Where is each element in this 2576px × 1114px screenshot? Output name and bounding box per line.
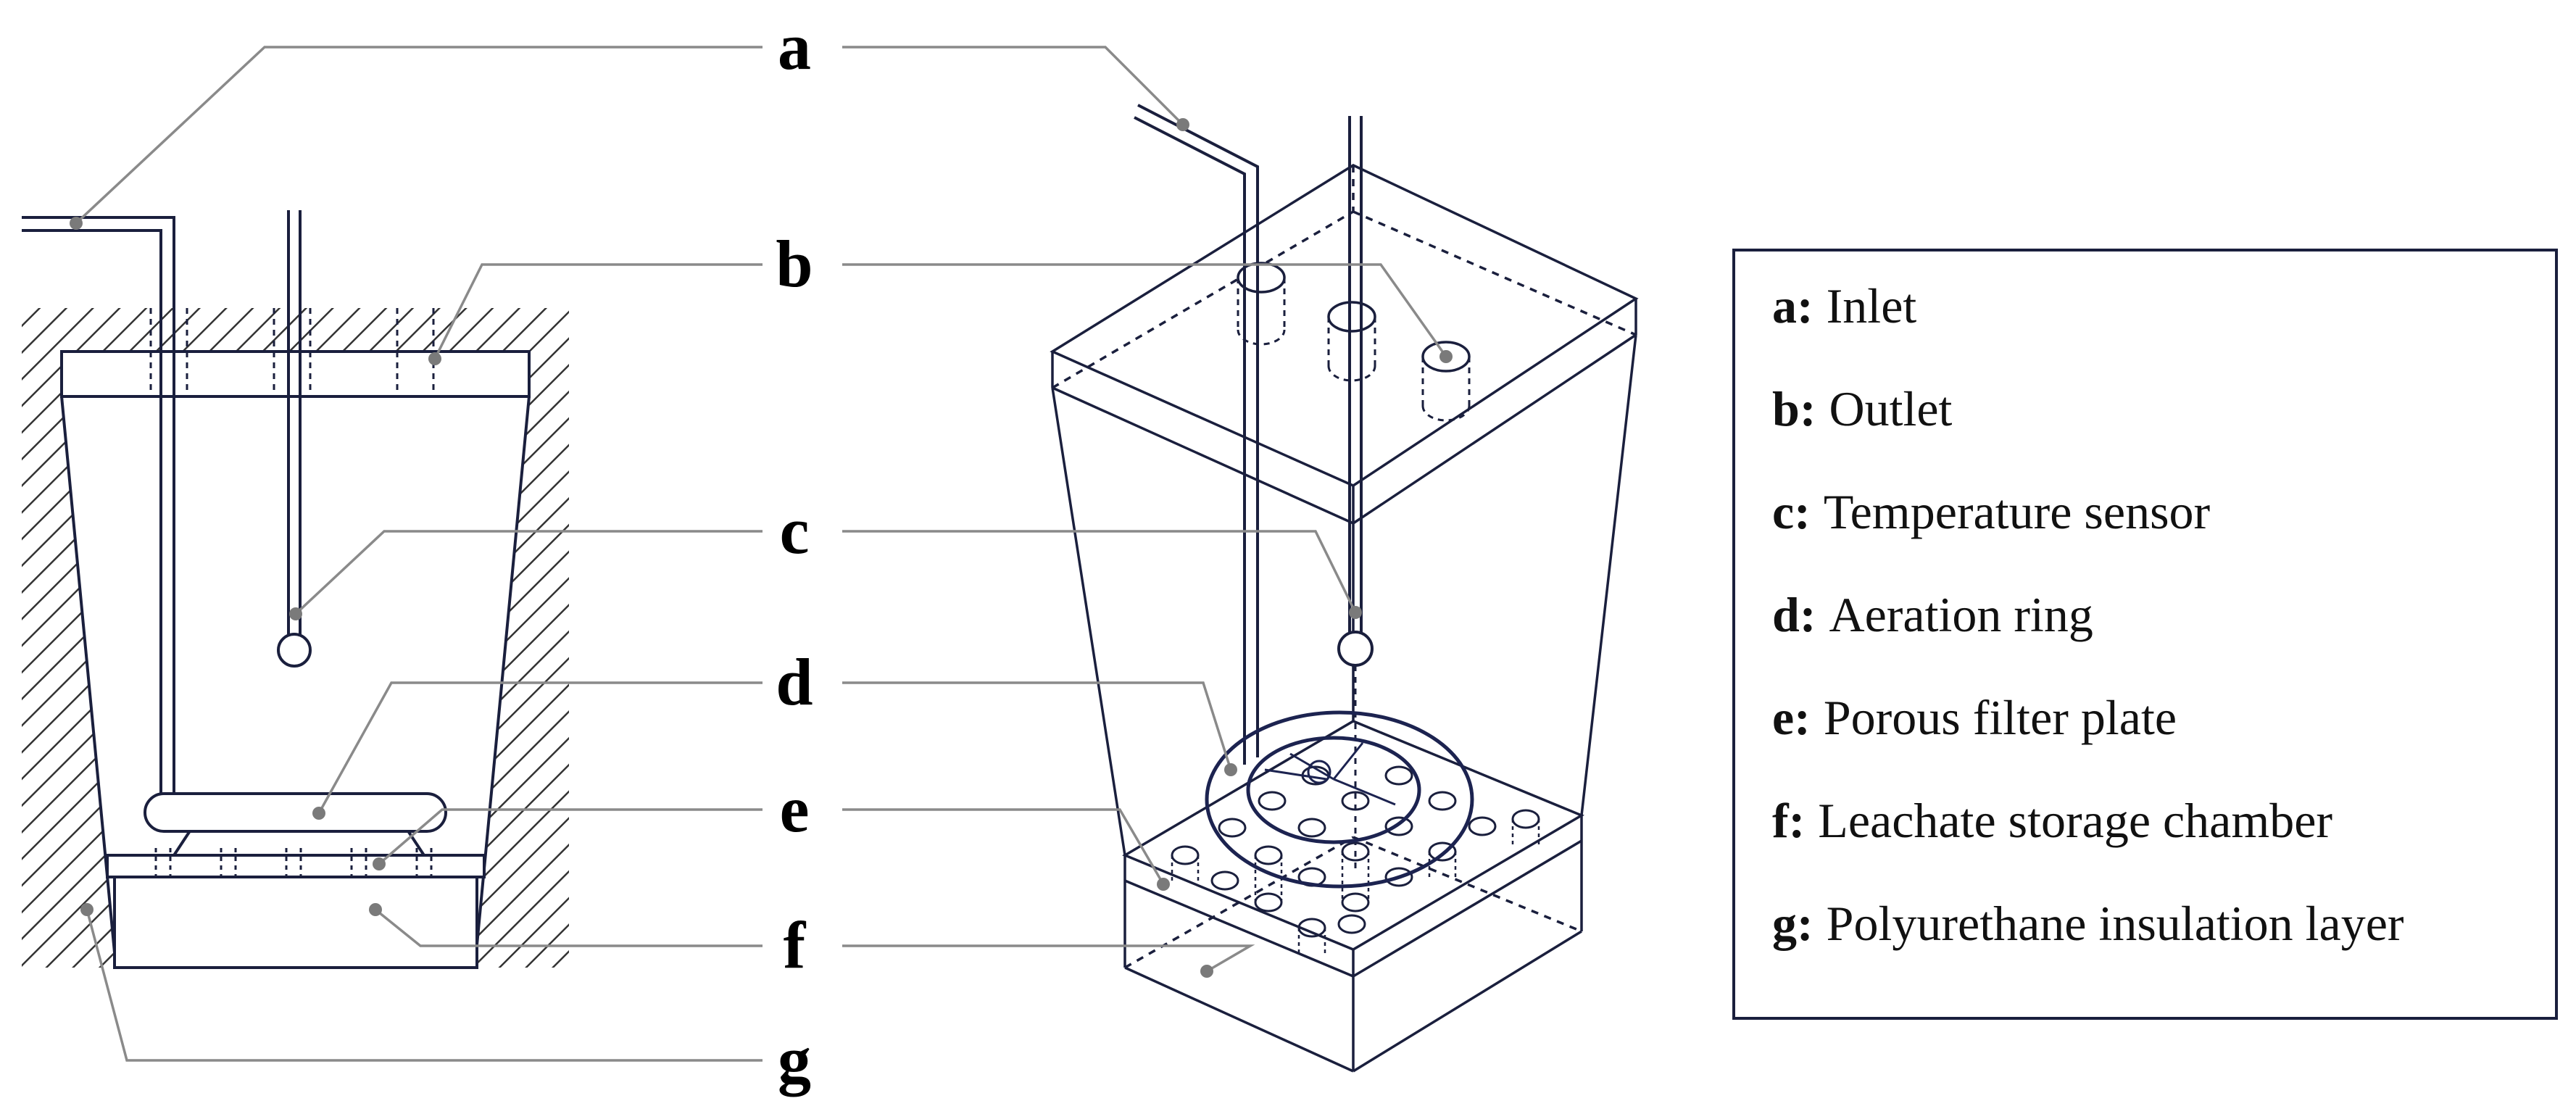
callout-letters: a b c d e f g xyxy=(776,9,813,1097)
legend-item-porous-filter-plate: e:Porous filter plate xyxy=(1772,690,2177,745)
legend-item-aeration-ring: d:Aeration ring xyxy=(1772,587,2093,642)
insulation-hatching xyxy=(22,308,569,968)
left-aeration-ring xyxy=(144,792,447,857)
legend: a:Inlet b:Outlet c:Temperature sensor d:… xyxy=(1732,249,2558,1020)
left-outlet-dashes xyxy=(149,308,435,396)
iso-lower-box xyxy=(1122,720,1584,1073)
left-temperature-sensor xyxy=(277,210,312,668)
callout-f: f xyxy=(784,908,807,982)
leader-dots xyxy=(70,118,1453,978)
cross-section-view xyxy=(22,210,569,969)
callout-d: d xyxy=(776,645,813,719)
iso-temperature-sensor xyxy=(1337,116,1374,870)
callout-g: g xyxy=(778,1023,811,1097)
legend-box xyxy=(1732,249,2558,1020)
legend-item-outlet: b:Outlet xyxy=(1772,381,1953,436)
legend-item-polyurethane-insulation-layer: g:Polyurethane insulation layer xyxy=(1772,896,2404,951)
iso-lid xyxy=(1050,164,1639,525)
left-inlet-pipe xyxy=(22,216,175,797)
callout-b: b xyxy=(776,227,813,301)
callout-e: e xyxy=(780,772,810,846)
legend-item-temperature-sensor: c:Temperature sensor xyxy=(1772,484,2211,539)
leader-lines xyxy=(75,46,1447,1062)
callout-c: c xyxy=(780,494,810,568)
isometric-view xyxy=(1050,104,1639,1073)
legend-item-leachate-storage-chamber: f:Leachate storage chamber xyxy=(1772,793,2332,848)
iso-aeration-ring xyxy=(1205,710,1474,889)
legend-item-inlet: a:Inlet xyxy=(1772,278,1916,333)
callout-a: a xyxy=(778,9,811,83)
